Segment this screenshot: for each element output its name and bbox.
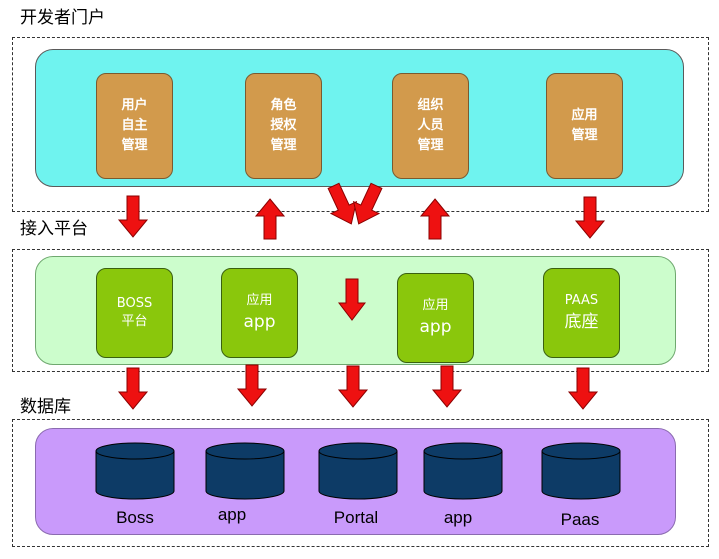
- application-app-module[interactable]: 应用 app: [397, 273, 474, 363]
- access-platform-section-title: 接入平台: [20, 219, 88, 239]
- module-label-line: 应用: [246, 293, 273, 308]
- portal-section-title: 开发者门户: [20, 8, 105, 28]
- organization-personnel-module[interactable]: 组织 人员 管理: [392, 73, 469, 179]
- platform-group-border: [12, 249, 709, 372]
- application-management-module[interactable]: 应用 管理: [546, 73, 623, 179]
- module-label-line: 用户: [121, 98, 148, 113]
- module-label-line: 管理: [270, 138, 297, 153]
- module-label-line: PAAS: [564, 293, 599, 308]
- database-label: app: [217, 505, 247, 524]
- role-authorization-module[interactable]: 角色 授权 管理: [245, 73, 322, 179]
- up-arrow: [419, 198, 451, 240]
- paas-database-cylinder: [541, 442, 621, 500]
- paas-base-module[interactable]: PAAS 底座: [543, 268, 620, 358]
- app-database-cylinder: [423, 442, 503, 500]
- down-arrow: [567, 367, 599, 410]
- module-label-line: 人员: [417, 118, 444, 133]
- module-label-line: 应用: [571, 108, 598, 123]
- module-label-line: 管理: [121, 138, 148, 153]
- database-section-title: 数据库: [20, 397, 71, 417]
- portal-database-cylinder: [318, 442, 398, 500]
- down-arrow: [431, 365, 463, 408]
- module-label-line: 授权: [270, 118, 297, 133]
- module-label-line: app: [243, 312, 276, 332]
- module-label-line: 应用: [422, 298, 449, 313]
- user-self-management-module[interactable]: 用户 自主 管理: [96, 73, 173, 179]
- module-label-line: 角色: [270, 98, 297, 113]
- module-label-line: BOSS: [116, 296, 153, 311]
- down-arrow: [117, 195, 149, 238]
- module-label-line: 组织: [417, 98, 444, 113]
- bidirectional-arrows: [327, 182, 383, 225]
- down-arrow: [236, 364, 268, 407]
- database-label: Boss: [116, 508, 154, 527]
- module-label-line: app: [419, 317, 452, 337]
- down-arrow: [337, 278, 367, 321]
- down-arrow: [117, 367, 149, 410]
- boss-platform-module[interactable]: BOSS 平台: [96, 268, 173, 358]
- module-label-line: 管理: [571, 128, 598, 143]
- boss-database-cylinder: [95, 442, 175, 500]
- application-app-module[interactable]: 应用 app: [221, 268, 298, 358]
- module-label-line: 底座: [564, 312, 599, 332]
- database-label: Paas: [560, 510, 600, 529]
- database-label: app: [443, 508, 473, 527]
- database-group-border: [12, 419, 709, 547]
- database-label: Portal: [333, 508, 379, 527]
- up-arrow: [254, 198, 286, 240]
- down-arrow: [574, 196, 606, 239]
- module-label-line: 自主: [121, 118, 148, 133]
- module-label-line: 平台: [121, 314, 148, 329]
- app-database-cylinder: [205, 442, 285, 500]
- down-arrow: [337, 365, 369, 408]
- module-label-line: 管理: [417, 138, 444, 153]
